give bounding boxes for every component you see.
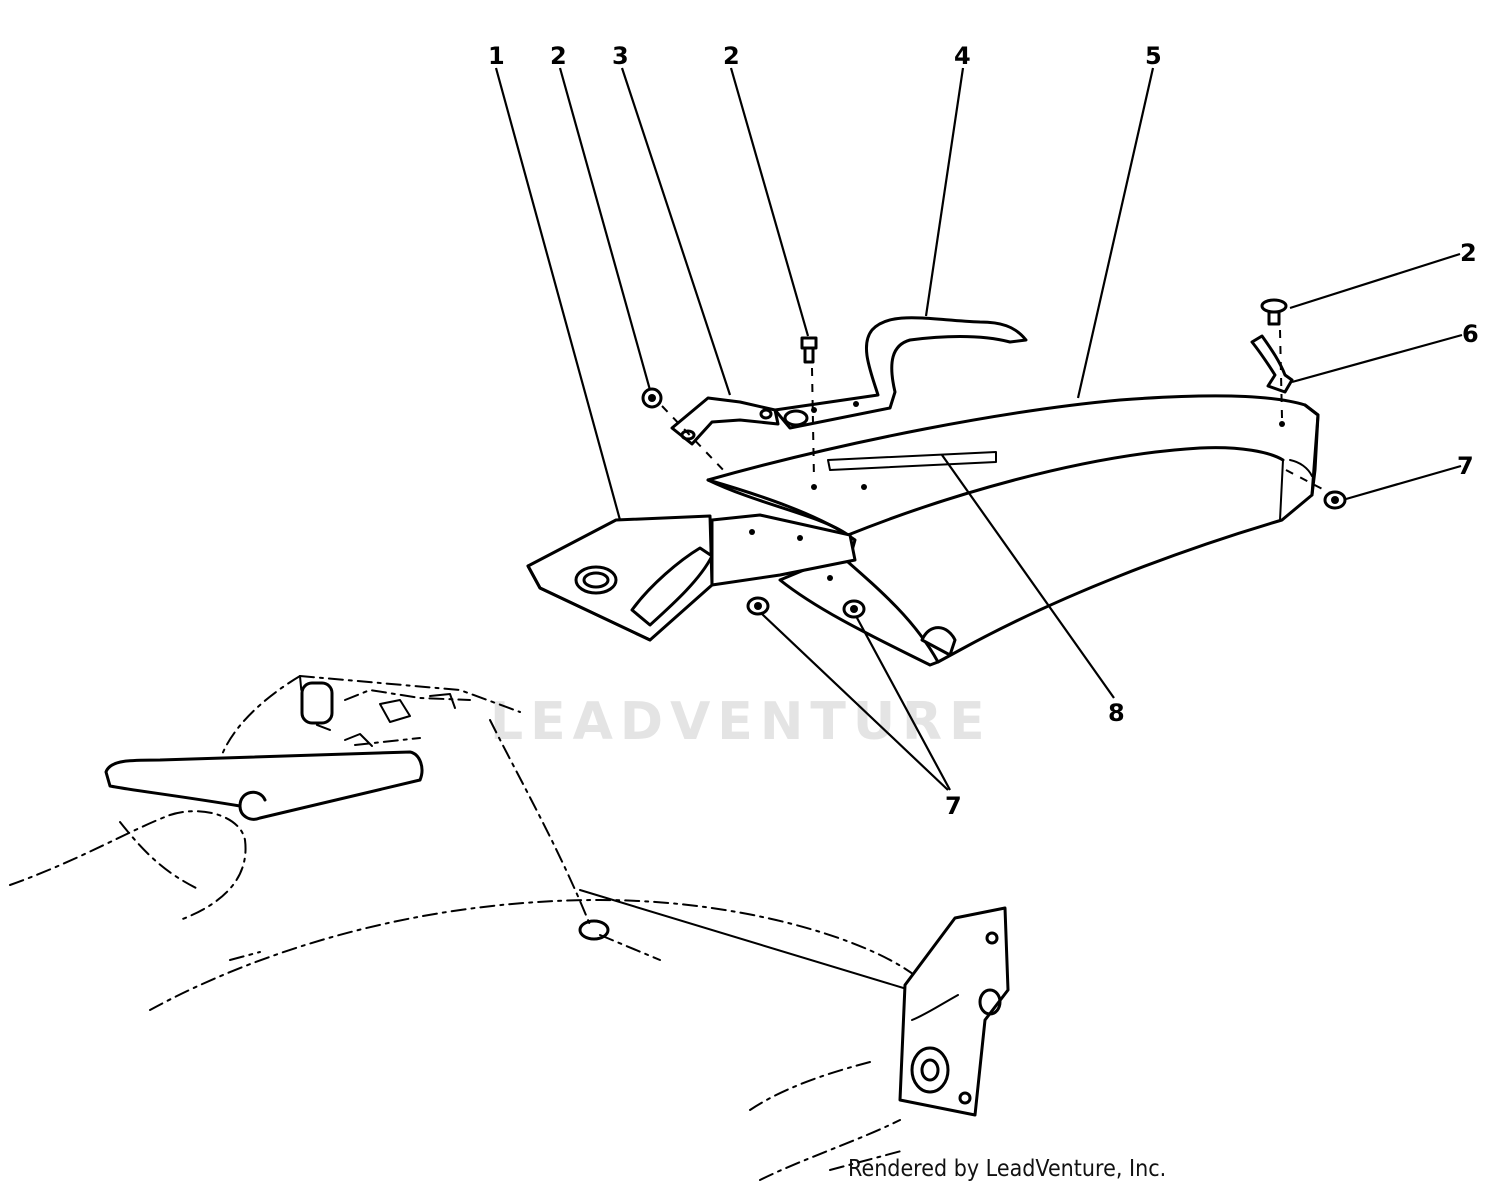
callout-5: 5: [1145, 42, 1162, 70]
leader-lines: [494, 67, 1463, 791]
callout-7-right: 7: [1457, 452, 1474, 480]
callout-2-right: 2: [1460, 239, 1477, 267]
small-bracket: [670, 396, 780, 446]
callout-7-bottom: 7: [945, 792, 962, 820]
deflector-handle: [773, 316, 1028, 430]
callout-numbers: 1 2 3 2 4 5 2 6 7 8 7: [488, 42, 1479, 820]
credit-text: Rendered by LeadVenture, Inc.: [848, 1156, 1167, 1182]
mount-bracket: [526, 513, 857, 642]
callout-6: 6: [1462, 320, 1479, 348]
callout-2-middle: 2: [723, 42, 740, 70]
callout-2-left: 2: [550, 42, 567, 70]
assembly-centerlines: [661, 329, 1331, 494]
callout-8: 8: [1108, 699, 1125, 727]
callout-4: 4: [954, 42, 971, 70]
callout-1: 1: [488, 42, 505, 70]
mower-deck-phantom: [9, 675, 1010, 1181]
callout-3: 3: [612, 42, 629, 70]
